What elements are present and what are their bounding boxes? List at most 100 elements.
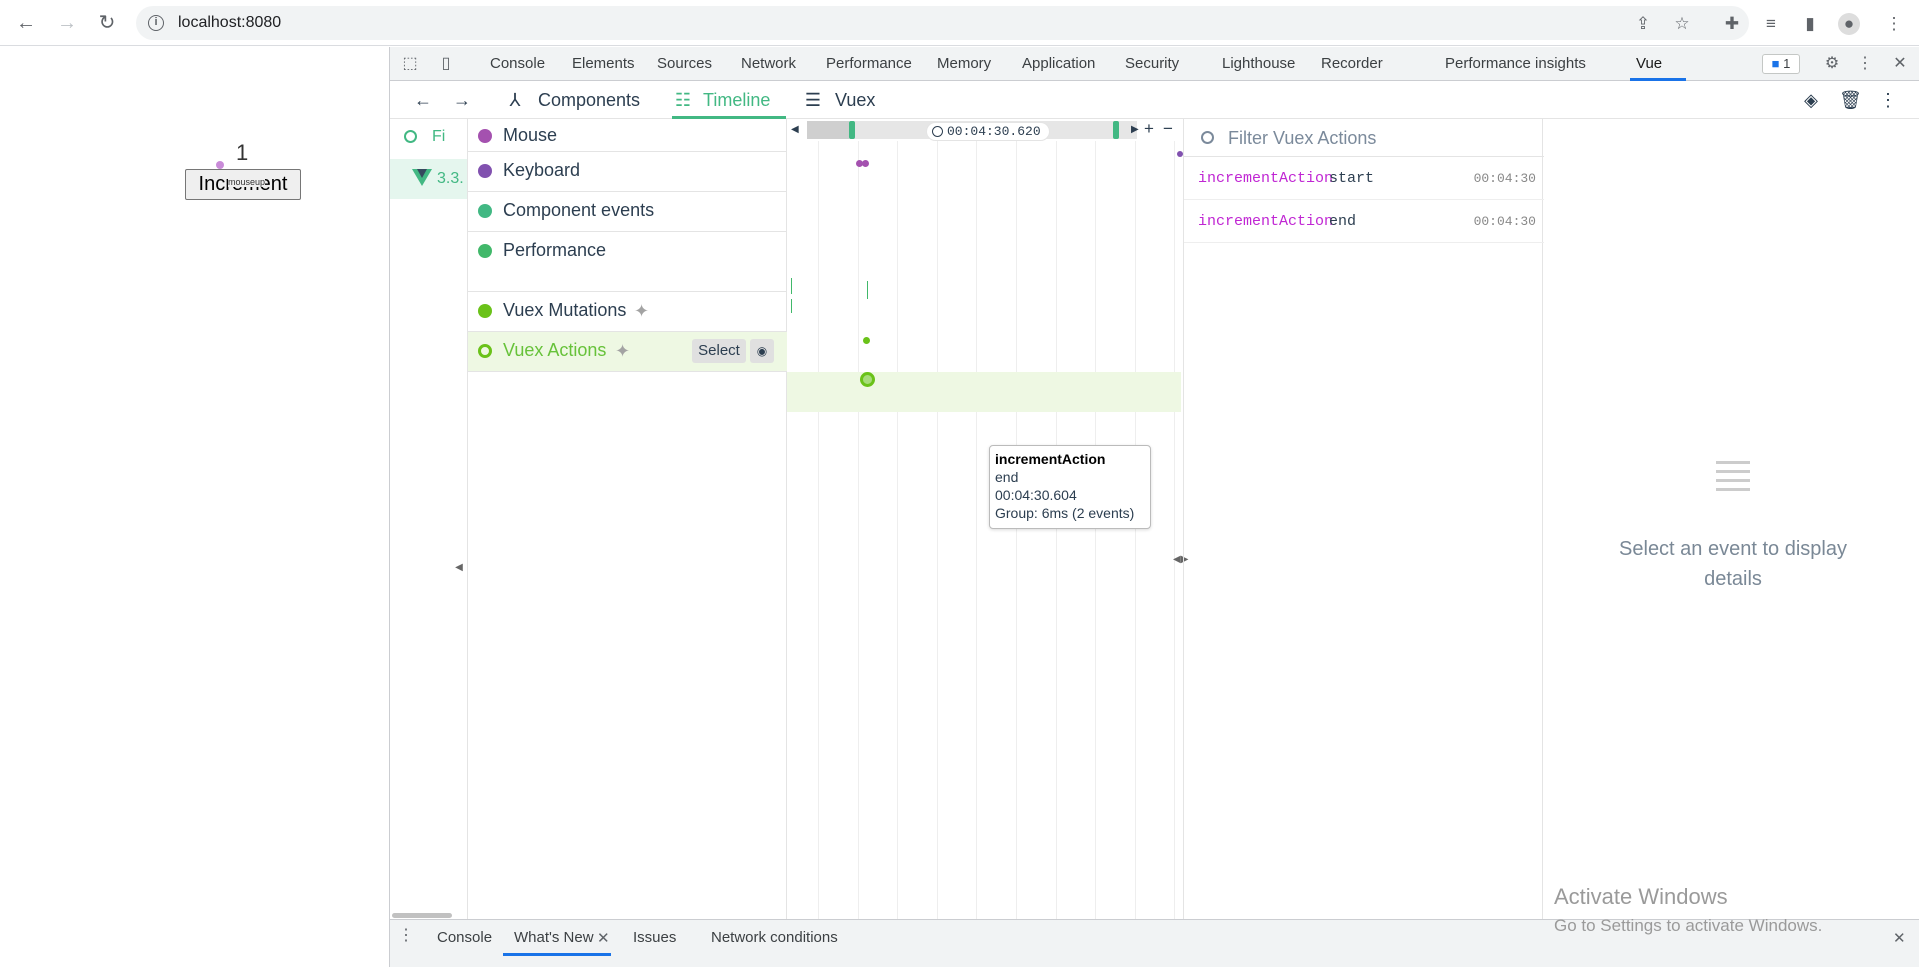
site-info-icon[interactable]: i xyxy=(148,15,164,31)
settings-gear-icon[interactable]: ⚙ xyxy=(1824,55,1840,72)
app-filter-input[interactable]: Fi xyxy=(432,128,446,145)
devtools-tab-memory[interactable]: Memory xyxy=(937,55,992,72)
avatar[interactable]: ● xyxy=(1838,13,1860,35)
drawer-tab-issues[interactable]: Issues xyxy=(633,929,677,946)
forward-arrow-icon[interactable]: → xyxy=(453,90,471,110)
performance-event-marker[interactable] xyxy=(867,281,868,299)
drawer-tab-console[interactable]: Console xyxy=(437,929,493,946)
inspect-element-icon[interactable]: ⬚ xyxy=(402,55,418,72)
layer-label: Keyboard xyxy=(503,160,581,180)
collapse-arrow-icon[interactable]: ◀ xyxy=(455,562,463,573)
more-options-icon[interactable]: ⋮ xyxy=(1879,90,1897,110)
zoom-in-icon[interactable]: + xyxy=(1144,119,1154,138)
share-icon[interactable]: ⇪ xyxy=(1635,14,1651,33)
extensions-icon[interactable]: ✚ xyxy=(1724,14,1740,33)
close-devtools-icon[interactable]: ✕ xyxy=(1893,55,1907,72)
drawer-menu-icon[interactable]: ⋮ xyxy=(398,927,414,944)
tab-vuex[interactable]: Vuex xyxy=(835,90,876,110)
timeline-icon: ☷ xyxy=(674,90,692,110)
event-details-pane: Select an event to display details xyxy=(1543,119,1919,967)
devtools-tab-application[interactable]: Application xyxy=(1022,55,1096,72)
devtools-tab-lighthouse[interactable]: Lighthouse xyxy=(1222,55,1296,72)
timeline-gridline xyxy=(857,141,859,919)
select-layer-button[interactable]: Select xyxy=(692,339,746,363)
devtools-tab-vue[interactable]: Vue xyxy=(1636,55,1663,72)
layer-label: Mouse xyxy=(503,125,558,145)
tab-timeline[interactable]: Timeline xyxy=(703,90,771,110)
event-row[interactable]: incrementAction end 00:04:30 xyxy=(1184,200,1544,243)
search-icon xyxy=(404,130,417,143)
devtools-tab-security[interactable]: Security xyxy=(1125,55,1180,72)
app-selector-column: Fi 3.3. ◀ xyxy=(390,119,468,967)
layer-color-dot xyxy=(478,244,492,258)
performance-event-marker[interactable] xyxy=(791,299,792,313)
vuex-mutation-marker[interactable] xyxy=(863,337,870,344)
layer-vuex-actions[interactable]: Vuex Actions ✦ Select ◉ xyxy=(468,332,787,372)
close-icon[interactable]: ✕ xyxy=(597,930,610,947)
plugin-puzzle-icon: ✦ xyxy=(634,301,650,321)
issues-badge[interactable]: ■ 1 xyxy=(1762,54,1800,74)
hide-layer-eye-icon[interactable]: ◉ xyxy=(750,339,774,363)
layer-label: Vuex Actions xyxy=(503,340,607,360)
scroll-right-icon[interactable]: ▶ xyxy=(1131,124,1139,135)
side-panel-icon[interactable]: ▮ xyxy=(1805,14,1815,33)
devtools-tabbar: ⬚ ▯ Console Elements Sources Network Perform… xyxy=(390,47,1919,81)
devtools-tab-performance[interactable]: Performance xyxy=(826,55,912,72)
events-list: Filter Vuex Actions incrementAction star… xyxy=(1183,119,1544,967)
clear-timeline-icon[interactable]: 🗑 xyxy=(1839,90,1862,110)
zoom-out-icon[interactable]: − xyxy=(1163,119,1173,138)
layer-mouse[interactable]: Mouse xyxy=(468,119,787,152)
mouseup-tooltip: mouseup xyxy=(228,177,266,187)
layer-color-dot xyxy=(478,304,492,318)
vuex-action-marker[interactable] xyxy=(860,372,875,387)
media-controls-icon[interactable]: ≡ xyxy=(1766,14,1776,33)
timeline-scrubber[interactable]: ◀ ▶ + − 00:04:30.620 xyxy=(787,119,1181,141)
devtools-menu-icon[interactable]: ⋮ xyxy=(1857,55,1873,72)
events-filter-input[interactable]: Filter Vuex Actions xyxy=(1228,128,1377,148)
devtools-tab-recorder[interactable]: Recorder xyxy=(1321,55,1383,72)
performance-event-marker[interactable] xyxy=(791,278,792,294)
devtools-tab-performance-insights[interactable]: Performance insights xyxy=(1445,55,1586,72)
keyboard-event-marker[interactable] xyxy=(1177,151,1183,157)
layer-component-events[interactable]: Component events xyxy=(468,192,787,232)
scrubber-handle-start[interactable] xyxy=(849,121,855,139)
layer-label: Component events xyxy=(503,200,655,220)
back-arrow-icon[interactable]: ← xyxy=(16,12,36,34)
drawer-tab-whats-new[interactable]: What's New xyxy=(514,929,594,946)
devtools-tab-console[interactable]: Console xyxy=(490,55,546,72)
devtools-tab-network[interactable]: Network xyxy=(741,55,797,72)
mouse-event-marker[interactable] xyxy=(862,160,869,167)
scroll-left-icon[interactable]: ◀ xyxy=(791,124,799,135)
layer-keyboard[interactable]: Keyboard xyxy=(468,152,787,192)
event-row[interactable]: incrementAction start 00:04:30 xyxy=(1184,157,1544,200)
tab-components[interactable]: Components xyxy=(538,90,641,110)
layer-vuex-mutations[interactable]: Vuex Mutations ✦ xyxy=(468,292,787,332)
bookmark-star-icon[interactable]: ☆ xyxy=(1674,14,1690,33)
close-drawer-icon[interactable]: ✕ xyxy=(1893,930,1906,947)
horizontal-scrollbar[interactable] xyxy=(392,913,452,918)
timeline-gridline xyxy=(976,141,978,919)
devtools-tab-elements[interactable]: Elements xyxy=(572,55,635,72)
events-filter-bar[interactable]: Filter Vuex Actions xyxy=(1184,119,1544,157)
layer-label: Performance xyxy=(503,240,607,260)
layer-color-dot xyxy=(478,164,492,178)
scrubber-handle-end[interactable] xyxy=(1113,121,1119,139)
menu-dots-icon[interactable]: ⋮ xyxy=(1885,14,1903,33)
mouse-event-marker[interactable] xyxy=(856,160,863,167)
reload-icon[interactable]: ↻ xyxy=(98,12,116,34)
device-toolbar-icon[interactable]: ▯ xyxy=(441,55,451,72)
timeline-gridline xyxy=(818,141,819,919)
devtools-tab-sources[interactable]: Sources xyxy=(657,55,713,72)
timeline-canvas[interactable]: ◀ ▶ + − 00:04:30.620 xyxy=(787,119,1181,919)
timeline-layers: Mouse Keyboard Component events Performa… xyxy=(468,119,787,919)
timeline-gridline xyxy=(1095,141,1097,919)
layers-icon[interactable]: ◈ xyxy=(1804,90,1818,110)
address-bar[interactable]: i localhost:8080 xyxy=(136,6,1749,40)
layer-label: Vuex Mutations xyxy=(503,300,627,320)
forward-arrow-icon[interactable]: → xyxy=(57,12,77,34)
back-arrow-icon[interactable]: ← xyxy=(414,90,432,110)
layer-performance[interactable]: Performance xyxy=(468,232,787,292)
resize-handle-icon[interactable]: ◀▶ xyxy=(1173,554,1189,565)
drawer-tab-network-conditions[interactable]: Network conditions xyxy=(711,929,838,946)
app-item[interactable]: 3.3. xyxy=(390,159,467,199)
